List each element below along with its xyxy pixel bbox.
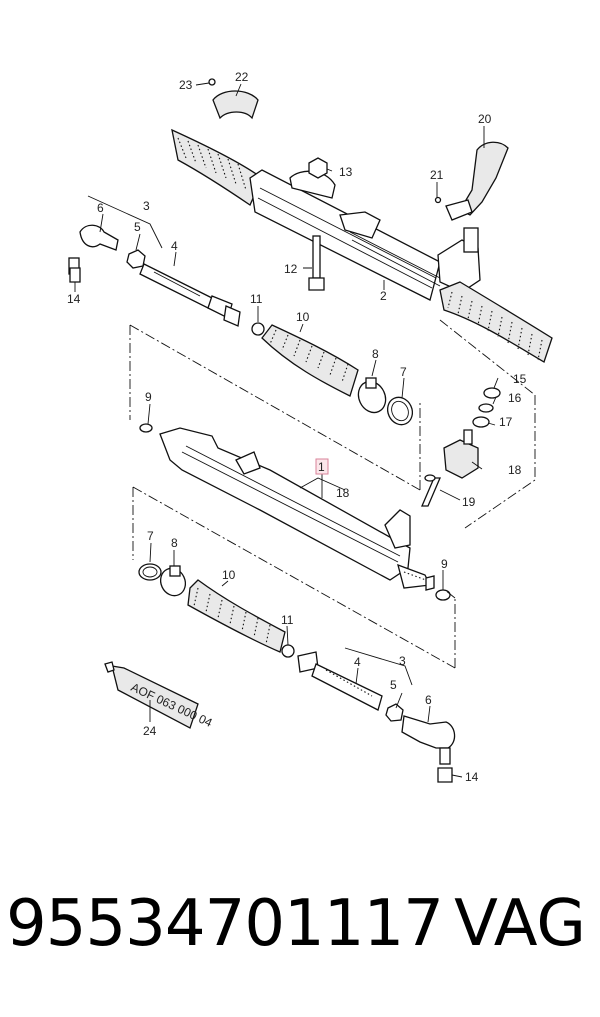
callout-20: 20 [478, 112, 492, 126]
upper-tie-rod-assembly [68, 224, 414, 426]
callout-13: 13 [339, 165, 353, 179]
callout-5-upper: 5 [134, 220, 141, 234]
callout-18-main: 18 [508, 463, 522, 477]
callout-4-lower: 4 [354, 655, 361, 669]
callout-21: 21 [430, 168, 444, 182]
callout-7-lower: 7 [147, 529, 154, 543]
callout-5-lower: 5 [390, 678, 397, 692]
callout-24: 24 [143, 724, 157, 738]
callout-labels: 23 22 20 13 21 3 6 5 4 12 2 14 11 10 8 7… [67, 70, 527, 784]
callout-7-upper: 7 [400, 365, 407, 379]
callout-12: 12 [284, 262, 298, 276]
callout-19: 19 [462, 495, 476, 509]
callout-3-upper: 3 [143, 199, 150, 213]
callout-23: 23 [179, 78, 193, 92]
callout-2: 2 [380, 289, 387, 303]
callout-17: 17 [499, 415, 513, 429]
tube-marking: AOF 063 000 04 [129, 680, 215, 730]
leader-lines [74, 82, 499, 778]
middle-steering-rack [139, 423, 435, 591]
pinion-parts [421, 387, 501, 507]
callout-14-lower: 14 [465, 770, 479, 784]
callout-10-upper: 10 [296, 310, 310, 324]
callout-14-upper: 14 [67, 292, 81, 306]
callout-11-upper: 11 [250, 292, 263, 306]
callout-16: 16 [508, 391, 522, 405]
lower-tie-rod-assembly: AOF 063 000 04 [104, 563, 456, 783]
brand-name: VAG [454, 887, 586, 961]
callout-10-lower: 10 [222, 568, 236, 582]
callout-11-lower: 11 [281, 613, 294, 627]
callout-9-lower: 9 [441, 557, 448, 571]
callout-8-upper: 8 [372, 347, 379, 361]
upper-steering-rack [171, 78, 553, 363]
callout-1-highlight [315, 458, 329, 475]
callout-3-lower: 3 [399, 654, 406, 668]
callout-1: 1 [318, 460, 325, 474]
part-number: 95534701117 [6, 887, 444, 961]
callout-22: 22 [235, 70, 249, 84]
callout-6-lower: 6 [425, 693, 432, 707]
callout-9-upper: 9 [145, 390, 152, 404]
callout-15: 15 [513, 372, 527, 386]
exploded-parts-diagram: AOF 063 000 04 23 22 20 13 21 3 6 5 4 12… [67, 70, 553, 784]
callout-18-rack: 18 [336, 486, 350, 500]
group-frames [87, 195, 536, 686]
callout-4-upper: 4 [171, 239, 178, 253]
callout-8-lower: 8 [171, 536, 178, 550]
callout-6-upper: 6 [97, 201, 104, 215]
